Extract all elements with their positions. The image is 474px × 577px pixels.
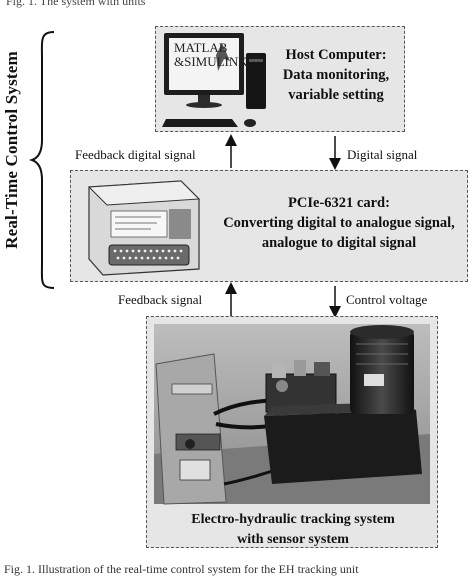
daq-card-icon [87,180,201,276]
bottom-arrows [225,282,341,318]
feedback-digital-signal-label: Feedback digital signal [75,147,196,162]
system-line2: with sensor system [237,532,349,547]
feedback-signal-label: Feedback signal [118,292,203,307]
figure-caption: Fig. 1. Illustration of the real-time co… [4,562,359,576]
pcie-line1: PCIe-6321 card: [288,195,390,211]
curly-brace [28,31,55,289]
header-snippet: Fig. 1. The system with units [6,0,146,8]
host-computer-title: Host Computer: Data monitoring, variable… [266,45,406,105]
pcie-card-title: PCIe-6321 card: Converting digital to an… [211,193,467,253]
pcie-line2: Converting digital to analogue signal, [223,215,455,231]
matlab-logo-line1: MATLAB [174,40,228,55]
host-title-line1: Host Computer: [285,47,387,63]
matlab-logo-text: MATLAB &SIMULINK [174,41,248,69]
matlab-logo-line2: &SIMULINK [174,54,248,69]
host-title-line2: Data monitoring, [282,67,390,83]
control-voltage-label: Control voltage [346,292,428,307]
host-computer-box: MATLAB &SIMULINK Host Computer: Data mon… [155,26,405,132]
pcie-line3: analogue to digital signal [261,235,417,251]
computer-icon [162,33,266,127]
electro-hydraulic-title: Electro-hydraulic tracking system with s… [147,510,439,550]
system-line1: Electro-hydraulic tracking system [191,512,395,527]
hydraulic-rig-photo [154,324,430,505]
digital-signal-label: Digital signal [347,147,418,162]
pcie-card-box: PCIe-6321 card: Converting digital to an… [70,170,468,282]
electro-hydraulic-system-box: Electro-hydraulic tracking system with s… [146,316,438,548]
top-arrows [225,134,341,170]
host-title-line3: variable setting [288,87,384,103]
